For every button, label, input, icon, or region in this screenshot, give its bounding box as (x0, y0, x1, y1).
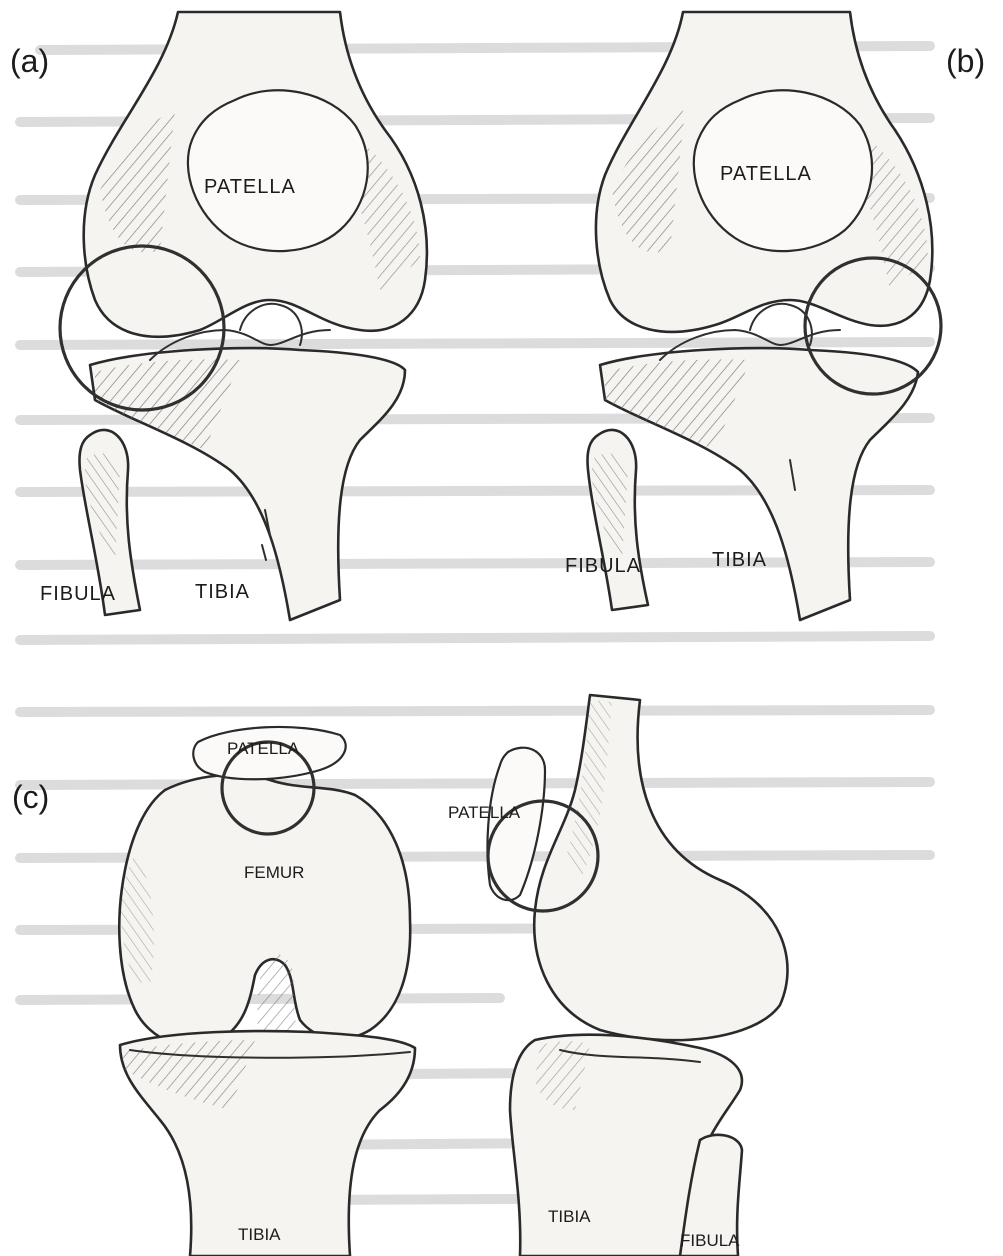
panel-label-a: (a) (10, 43, 49, 79)
femur-label-c-front: FEMUR (244, 863, 304, 882)
panel-b-knee-front: (b) PATELLA FIBULA TIBIA (565, 12, 985, 620)
panel-c-front-view: (c) PATELLA FEMUR TIBIA (12, 727, 415, 1256)
fibula-label-a: FIBULA (40, 583, 116, 605)
patella-label-a: PATELLA (204, 176, 296, 198)
patella-label-c-front: PATELLA (227, 739, 300, 758)
tibia-label-c-side: TIBIA (548, 1207, 591, 1226)
patella-label-b: PATELLA (720, 163, 812, 185)
panel-label-b: (b) (946, 43, 985, 79)
panel-label-c: (c) (12, 779, 49, 815)
fibula-label-c-side: FIBULA (680, 1231, 740, 1250)
tibia-label-b: TIBIA (712, 549, 767, 571)
fibula-label-b: FIBULA (565, 555, 641, 577)
patella-label-c-side: PATELLA (448, 803, 521, 822)
panel-a-knee-front: (a) PATELLA FIBULA TIBIA (10, 12, 427, 620)
tibia-label-a: TIBIA (195, 581, 250, 603)
tibia-label-c-front: TIBIA (238, 1225, 281, 1244)
patella-c-side (487, 748, 545, 901)
patella-a (188, 90, 368, 251)
